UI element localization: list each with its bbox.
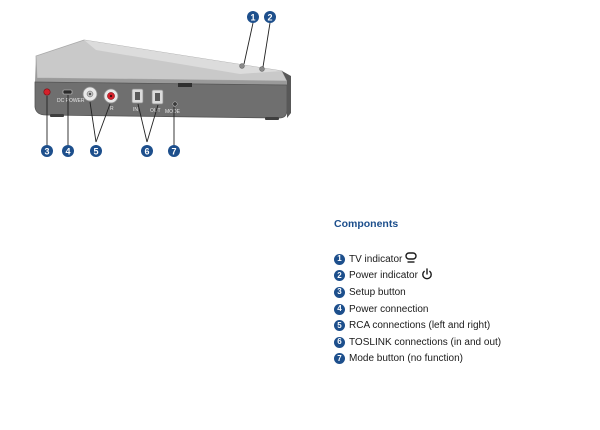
power-port-label: DC POWER xyxy=(57,98,85,104)
device-foot xyxy=(265,117,279,120)
component-item-tv-indicator: 1 TV indicator xyxy=(334,251,594,268)
rca-right-jack-pin xyxy=(109,94,113,98)
device-foot xyxy=(50,114,64,117)
toslink-in-label: IN xyxy=(133,107,138,113)
number-badge: 2 xyxy=(334,270,345,282)
callout-3: 3 xyxy=(41,145,53,157)
mode-button-label: MODE xyxy=(165,109,181,115)
component-item-mode-button: 7 Mode button (no function) xyxy=(334,351,594,368)
callout-1-number: 1 xyxy=(250,12,255,22)
number-badge: 5 xyxy=(334,320,345,332)
power-icon xyxy=(421,268,433,283)
component-item-toslink-connections: 6 TOSLINK connections (in and out) xyxy=(334,334,594,351)
component-label: Power indicator xyxy=(349,270,418,282)
number-badge: 7 xyxy=(334,353,345,365)
tv-icon xyxy=(405,252,418,266)
leader-line-2 xyxy=(262,22,271,68)
components-list: 1 TV indicator 2 Power indicator 3 Setup… xyxy=(334,251,594,367)
device-illustration: DC POWER R IN OUT MODE xyxy=(34,11,291,157)
number-badge: 3 xyxy=(334,286,345,298)
callout-5-number: 5 xyxy=(93,146,98,156)
toslink-out-label: OUT xyxy=(150,108,161,114)
callout-3-number: 3 xyxy=(44,146,49,156)
tv-indicator-led xyxy=(239,63,245,69)
component-label: TV indicator xyxy=(349,253,403,265)
leader-lines xyxy=(46,22,271,145)
callout-2: 2 xyxy=(264,11,276,23)
rca-left-jack-pin xyxy=(88,92,92,96)
brand-strip xyxy=(178,83,192,87)
component-label: TOSLINK connections (in and out) xyxy=(349,336,502,348)
components-section: Components 1 TV indicator 2 Power indica… xyxy=(334,218,594,367)
device-top-highlight xyxy=(84,40,282,74)
device-figure: DC POWER R IN OUT MODE xyxy=(0,0,300,170)
component-label: Mode button (no function) xyxy=(349,353,463,365)
number-badge: 6 xyxy=(334,336,345,348)
leader-line-6a xyxy=(137,103,148,143)
toslink-out-port-opening xyxy=(155,93,160,101)
callout-6-number: 6 xyxy=(144,146,149,156)
component-item-rca-connections: 5 RCA connections (left and right) xyxy=(334,317,594,334)
leader-line-5b xyxy=(95,103,111,143)
power-indicator-led xyxy=(259,66,265,72)
callout-4: 4 xyxy=(62,145,74,157)
component-item-power-connection: 4 Power connection xyxy=(334,301,594,318)
mode-button xyxy=(172,101,178,107)
callout-1: 1 xyxy=(247,11,259,23)
leader-line-6b xyxy=(146,104,159,143)
rca-r-label: R xyxy=(110,106,114,112)
number-badge: 1 xyxy=(334,253,345,265)
callout-7-number: 7 xyxy=(171,146,176,156)
callout-2-number: 2 xyxy=(267,12,272,22)
number-badge: 4 xyxy=(334,303,345,315)
callout-5: 5 xyxy=(90,145,102,157)
component-label: Power connection xyxy=(349,303,429,315)
component-item-setup-button: 3 Setup button xyxy=(334,284,594,301)
leader-line-1 xyxy=(243,22,254,65)
power-port xyxy=(62,89,73,95)
components-heading: Components xyxy=(334,218,399,230)
callout-7: 7 xyxy=(168,145,180,157)
callout-4-number: 4 xyxy=(65,146,70,156)
leader-line-5a xyxy=(89,101,97,143)
component-label: Setup button xyxy=(349,286,406,298)
device-side xyxy=(282,71,291,118)
component-label: RCA connections (left and right) xyxy=(349,320,491,332)
callout-6: 6 xyxy=(141,145,153,157)
setup-button xyxy=(43,88,51,96)
component-item-power-indicator: 2 Power indicator xyxy=(334,268,594,285)
toslink-in-port-opening xyxy=(135,92,140,100)
